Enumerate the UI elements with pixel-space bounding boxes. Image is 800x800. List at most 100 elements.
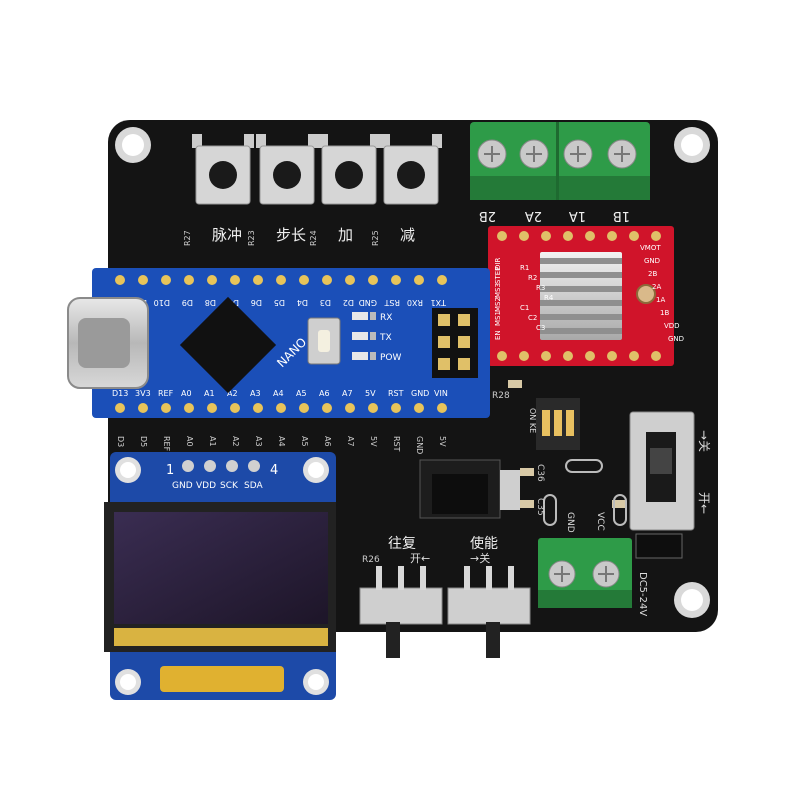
nano-pin-label: 5V <box>365 389 376 398</box>
smd-part <box>520 468 534 476</box>
driver-ref: R2 <box>528 274 537 282</box>
nano-pin <box>322 275 332 285</box>
oled-pin-number: 4 <box>270 463 278 478</box>
lower-pin-label: 5V <box>369 436 378 447</box>
lower-pin-label: D3 <box>116 436 125 447</box>
driver-label: MS2 <box>494 297 502 312</box>
trim-potentiometer <box>636 284 656 304</box>
driver-label: MS3 <box>494 283 502 298</box>
arduino-nano-board: D12D11D10D9D8D7D6D5D4D3D2GNDRSTRX0TX1D13… <box>67 268 490 418</box>
nano-pin <box>207 403 217 413</box>
enable-switch-sub: →关 <box>470 551 490 565</box>
nano-pin <box>391 275 401 285</box>
lower-pin-label: A7 <box>346 436 355 447</box>
nano-pin <box>299 275 309 285</box>
icsp-pin <box>438 314 450 326</box>
driver-label: GND <box>668 335 684 343</box>
driver-label: 1B <box>660 309 669 317</box>
button-label: 加 <box>338 226 353 244</box>
side-power-switch <box>629 411 695 531</box>
oled-module <box>104 452 336 700</box>
icsp-pin <box>458 314 470 326</box>
nano-pin <box>138 275 148 285</box>
power-input-label: DC5-24V <box>637 572 648 616</box>
nano-pin <box>138 403 148 413</box>
nano-pin <box>322 403 332 413</box>
button-ref: R27 <box>183 230 192 246</box>
nano-pin <box>161 403 171 413</box>
nano-pin <box>207 275 217 285</box>
dip-toggle <box>542 410 550 436</box>
mode-switch-ref: R26 <box>362 555 380 565</box>
dip-toggle <box>554 410 562 436</box>
oled-pin <box>204 460 216 472</box>
nano-pin <box>299 403 309 413</box>
driver-label: 2B <box>648 270 657 278</box>
nano-pin <box>253 275 263 285</box>
c36-label: C36 <box>535 464 545 482</box>
oled-pin-label: SCK <box>220 481 239 491</box>
oled-screen <box>114 512 328 624</box>
driver-label: VMOT <box>640 244 661 252</box>
oled-pin <box>182 460 194 472</box>
driver-ref: R4 <box>544 294 554 302</box>
led-label: POW <box>380 353 402 363</box>
voltage-regulator <box>419 459 520 519</box>
nano-pin-label: A4 <box>273 389 284 398</box>
smd-part <box>508 380 522 388</box>
mcu-chip <box>179 296 277 394</box>
nano-pin <box>253 403 263 413</box>
oled-pin <box>226 460 238 472</box>
oled-pin <box>248 460 260 472</box>
nano-pin-label: REF <box>158 389 174 398</box>
icsp-header <box>432 308 478 378</box>
driver-ref: C1 <box>520 304 529 312</box>
nano-pin-label: A2 <box>227 389 238 398</box>
lower-pin-label: A2 <box>231 436 240 447</box>
lower-pin-label: A1 <box>208 436 217 447</box>
nano-pin <box>161 275 171 285</box>
nano-pin-label: D10 <box>154 298 170 307</box>
dip-label: ON KE <box>528 408 537 433</box>
nano-pin-label: D5 <box>274 298 285 307</box>
nano-pin <box>345 403 355 413</box>
button-label: 减 <box>400 226 415 244</box>
switch-on-label: 开← <box>697 492 711 514</box>
led-label: TX <box>379 333 392 343</box>
nano-pin <box>184 403 194 413</box>
nano-pin <box>345 275 355 285</box>
button-ref: R23 <box>247 230 256 246</box>
nano-pin-label: D6 <box>251 298 262 307</box>
driver-label: 2A <box>652 283 661 291</box>
nano-pin-label: D13 <box>112 389 128 398</box>
icsp-pin <box>458 358 470 370</box>
nano-pin-label: A3 <box>250 389 261 398</box>
oled-pin-number: 1 <box>166 463 174 478</box>
driver-label: 1A <box>656 296 665 304</box>
icsp-pin <box>458 336 470 348</box>
driver-label: STEP <box>494 267 502 284</box>
nano-pin-label: A1 <box>204 389 215 398</box>
driver-label: DIR <box>494 258 502 270</box>
lower-pin-label: RST <box>392 436 401 452</box>
lower-pin-label: D5 <box>139 436 148 447</box>
terminal-label: 2A <box>525 208 542 223</box>
nano-pin-label: A7 <box>342 389 353 398</box>
nano-pin <box>437 275 447 285</box>
mode-switch-sub: 开← <box>410 552 430 565</box>
nano-pin <box>115 403 125 413</box>
lower-pin-label: A3 <box>254 436 263 447</box>
driver-ref: C2 <box>528 314 537 322</box>
lower-pin-label: A4 <box>277 436 286 447</box>
driver-label: MS1 <box>494 311 502 326</box>
lower-pin-label: 5V <box>438 436 447 447</box>
button-ref: R25 <box>371 230 380 246</box>
stepper-driver: ENMS1MS2MS3STEPDIRVMOTGND2B2A1A1BVDDGNDR… <box>488 226 684 366</box>
nano-pin <box>276 275 286 285</box>
driver-ref: R3 <box>536 284 545 292</box>
